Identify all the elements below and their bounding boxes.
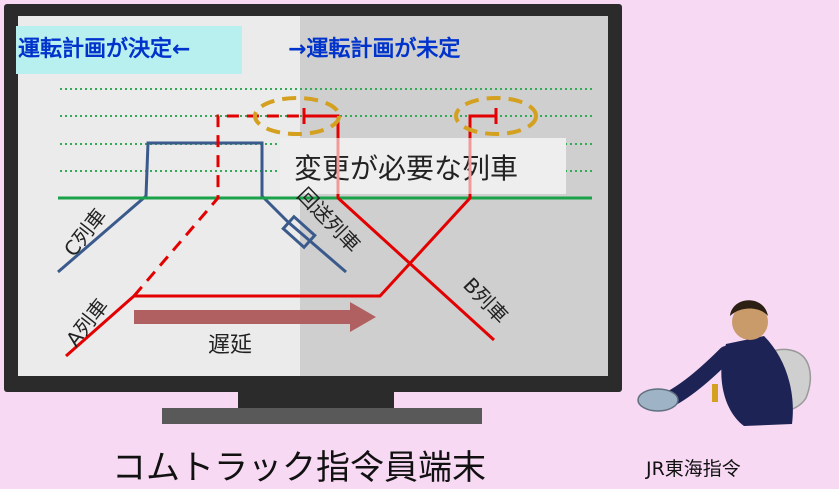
- train-a-line: [65, 114, 496, 358]
- arm-icon: [664, 346, 734, 406]
- monitor-screen: [18, 16, 608, 376]
- deadhead-marker: [281, 214, 317, 250]
- face-icon: [732, 304, 768, 340]
- train-a-planned-path: [132, 114, 300, 297]
- uniform-icon: [721, 336, 793, 426]
- hair-icon: [730, 300, 768, 316]
- delay-arrow-head: [350, 302, 376, 332]
- delay-arrow-shaft: [134, 310, 354, 324]
- callout-label: 変更が必要な列車: [294, 152, 518, 185]
- monitor-stand-base: [162, 408, 482, 424]
- deadhead-line: [287, 220, 347, 274]
- mouse-icon: [637, 388, 679, 412]
- delay-label: 遅延: [208, 333, 252, 358]
- title-undecided: →運転計画が未定: [288, 37, 461, 62]
- change-ring-right: [454, 96, 538, 136]
- train-c-line: [57, 141, 290, 274]
- badge-icon: [712, 384, 718, 402]
- terminal-caption: コムトラック指令員端末: [112, 448, 486, 488]
- monitor-stand-neck: [238, 392, 394, 408]
- dispatcher-illustration: [637, 300, 812, 426]
- dispatcher-caption: JR東海指令: [646, 458, 741, 480]
- train-b-label: B列車: [458, 273, 513, 328]
- title-decided: 運転計画が決定←: [16, 26, 242, 74]
- callout-box: [280, 138, 566, 194]
- change-ring-left: [253, 96, 341, 136]
